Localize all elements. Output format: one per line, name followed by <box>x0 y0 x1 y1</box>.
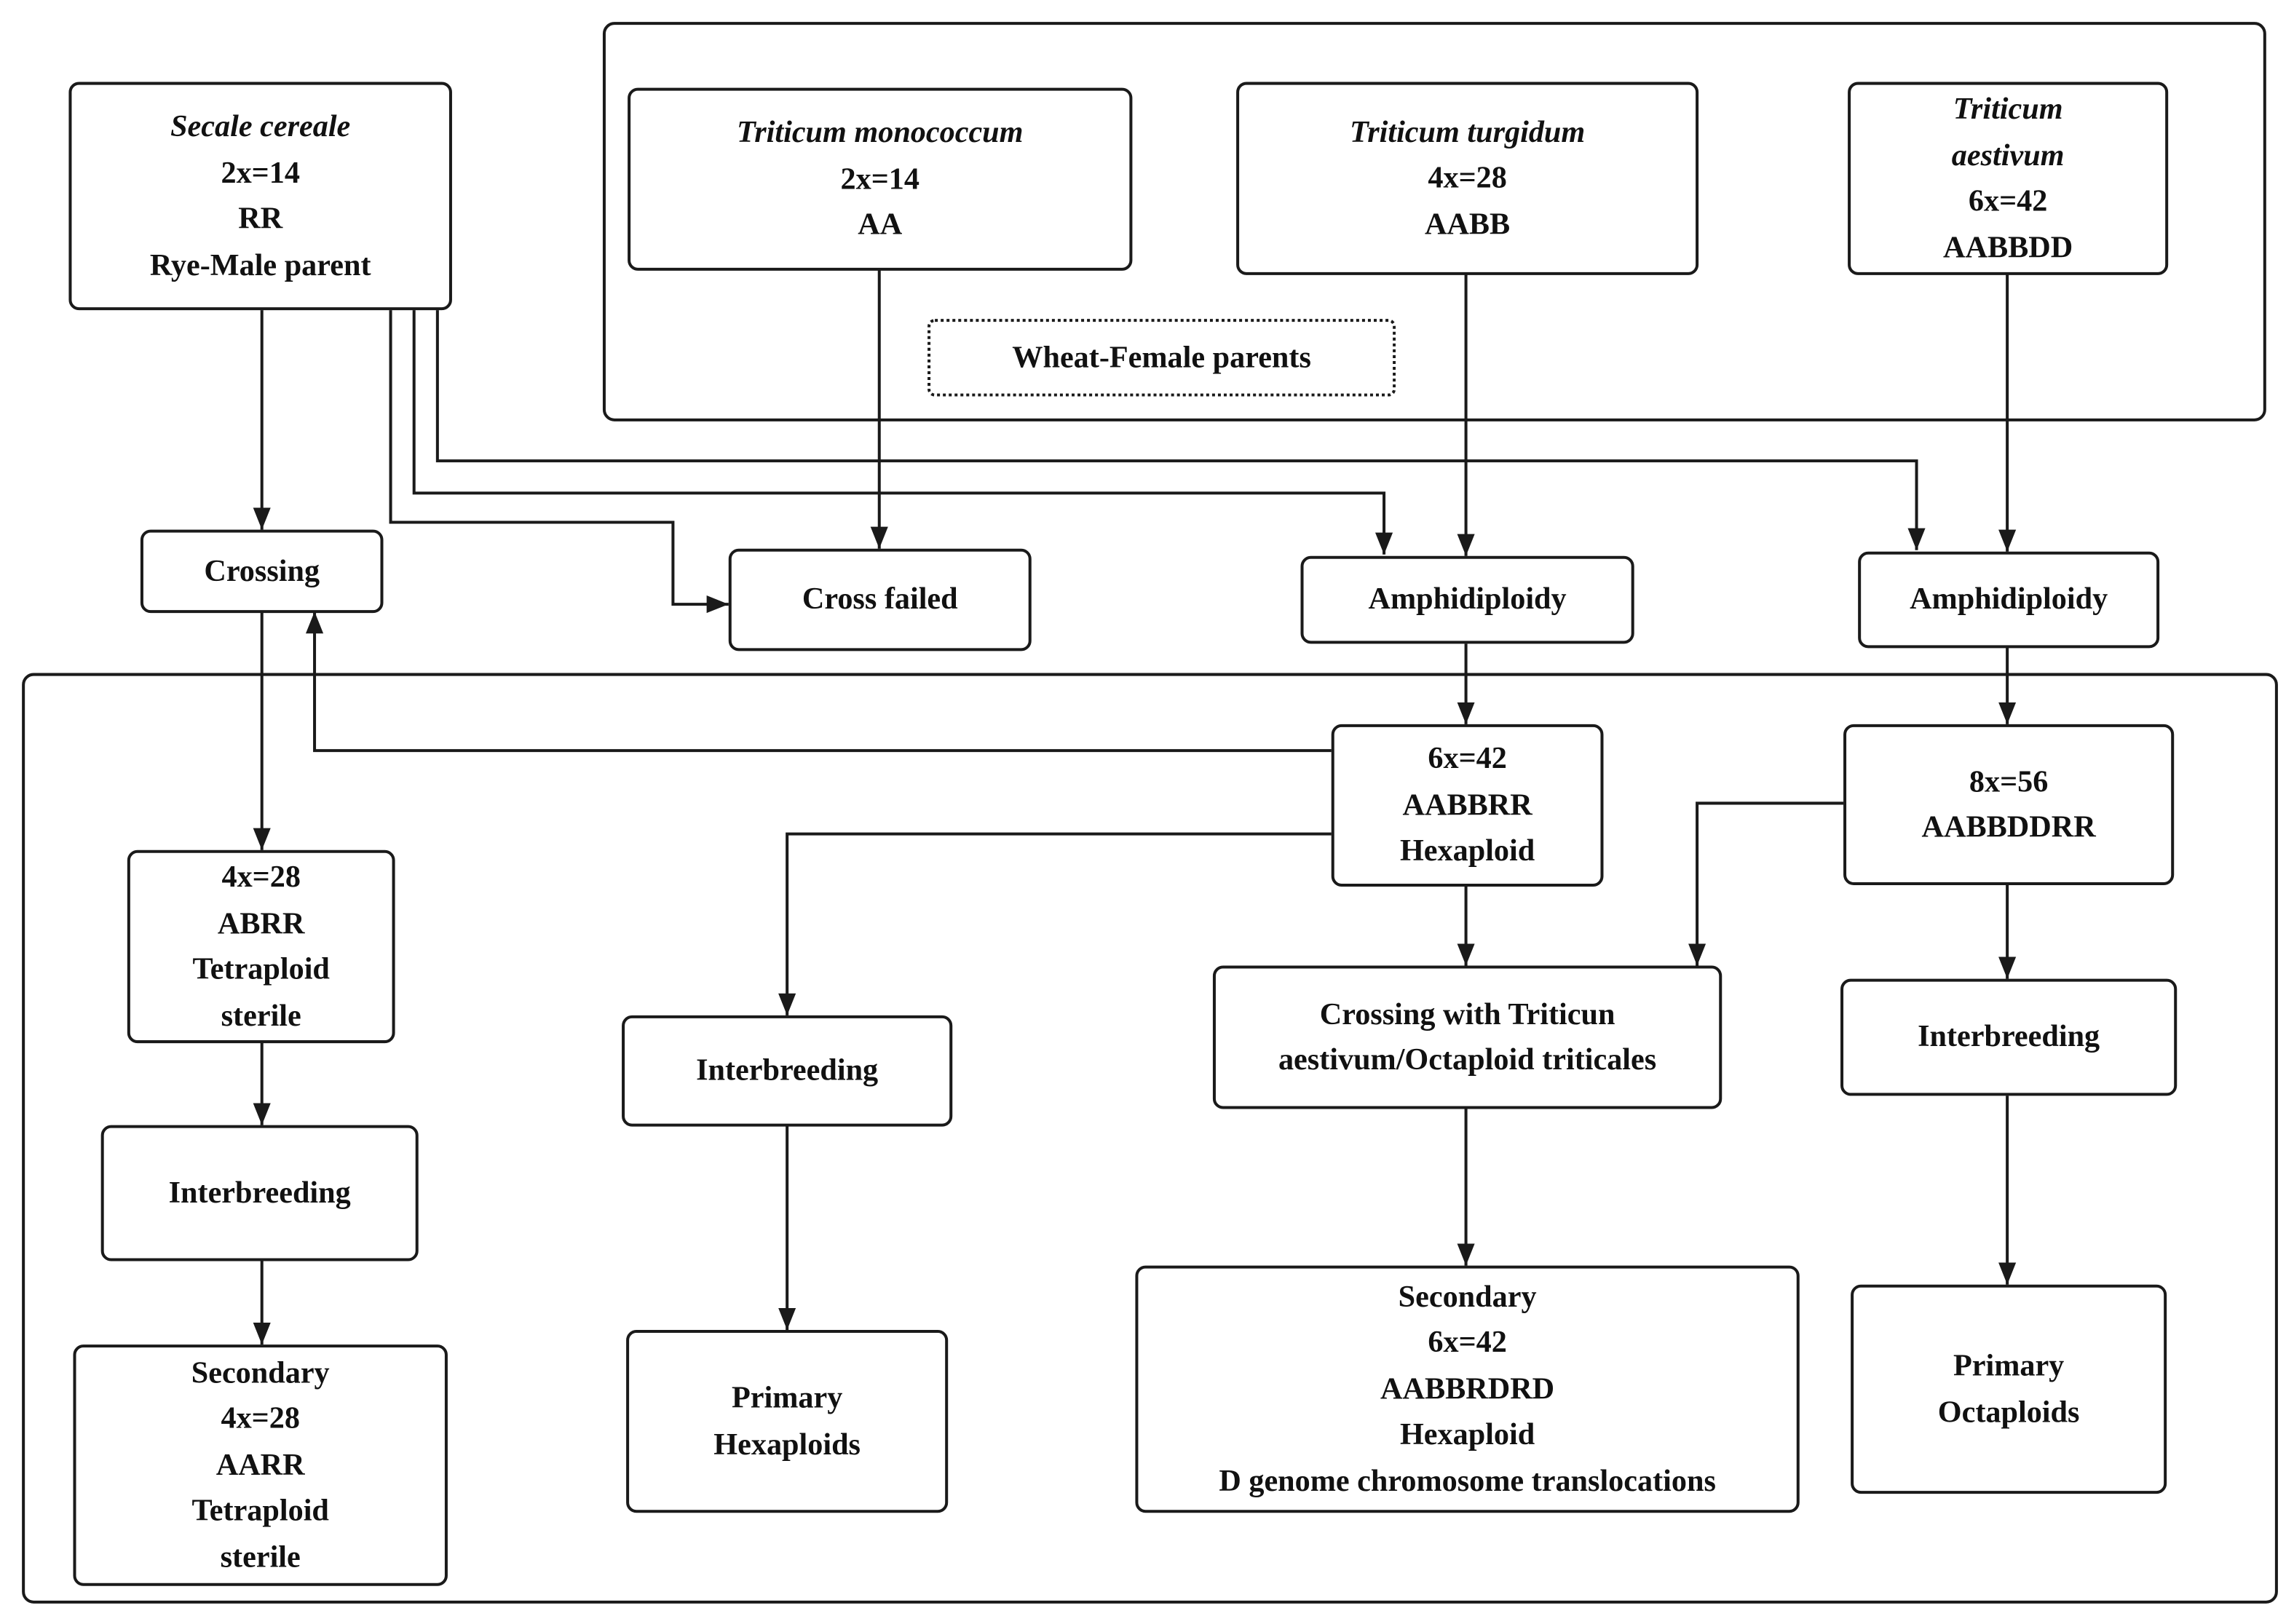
arrow-octaploid-to-crossing-with <box>1688 801 1844 966</box>
species-name: Triticum turgidum <box>1349 114 1586 149</box>
species-name-line2: aestivum <box>1951 136 2065 173</box>
arrow-rye-to-amphidiploidy-1 <box>412 310 1393 555</box>
group-label: Wheat-Female parents <box>1012 338 1311 375</box>
crossing-box: Crossing <box>140 529 384 614</box>
interbreeding-box-2: Interbreeding <box>622 1015 953 1127</box>
generation-label: Primary <box>731 1379 843 1415</box>
genome-formula: AABBRDRD <box>1380 1370 1555 1406</box>
interbreeding-box-3: Interbreeding <box>1840 978 2178 1096</box>
parent-role: Rye-Male parent <box>149 246 371 282</box>
translocation-label: D genome chromosome translocations <box>1219 1462 1716 1498</box>
step-label-line2: aestivum/Octaploid triticales <box>1278 1042 1657 1077</box>
generation-label: Secondary <box>191 1354 330 1390</box>
hexaploid-box: 6x=42 AABBRR Hexaploid <box>1331 724 1604 887</box>
octaploid-box: 8x=56 AABBDDRR <box>1843 724 2175 885</box>
triticum-aestivum-box: Triticum aestivum 6x=42 AABBDD <box>1848 82 2169 275</box>
species-name: Secale cereale <box>170 108 351 143</box>
step-label-line1: Crossing with Triticun <box>1319 995 1615 1031</box>
ploidy-label: Tetraploid <box>192 951 330 986</box>
step-label: Cross failed <box>802 581 958 617</box>
genome-formula: AABBDDRR <box>1921 809 2096 844</box>
ploidy-label: Hexaploid <box>1399 833 1535 868</box>
chromosome-count: 4x=28 <box>221 858 301 895</box>
triticum-monococcum-box: Triticum monococcum 2x=14 AA <box>628 87 1133 271</box>
chromosome-count: 6x=42 <box>1428 740 1507 776</box>
chromosome-count: 6x=42 <box>1968 183 2048 218</box>
step-label: Interbreeding <box>168 1174 351 1210</box>
secondary-tetraploid-box: Secondary 4x=28 AARR Tetraploid sterile <box>73 1344 448 1586</box>
fertility-label: sterile <box>220 1538 301 1575</box>
step-label: Interbreeding <box>1918 1018 2100 1054</box>
genome-formula: AA <box>858 206 903 242</box>
generation-label: Primary <box>1953 1347 2065 1383</box>
step-label: Crossing <box>204 552 320 588</box>
genome-formula: ABRR <box>217 905 305 940</box>
amphidiploidy-box-1: Amphidiploidy <box>1300 555 1634 644</box>
genome-formula: AABBDD <box>1943 229 2073 264</box>
wheat-parents-group <box>602 22 2266 421</box>
wheat-female-parents-label: Wheat-Female parents <box>928 319 1396 397</box>
species-name-line1: Triticum <box>1953 90 2063 126</box>
genome-formula: AARR <box>215 1446 305 1482</box>
genome-formula: AABBRR <box>1402 786 1532 823</box>
arrow-rye-to-cross-failed <box>389 310 729 614</box>
ploidy-label: Tetraploid <box>191 1492 329 1528</box>
interbreeding-box-1: Interbreeding <box>100 1125 419 1261</box>
secondary-hexaploid-box: Secondary 6x=42 AABBRDRD Hexaploid D gen… <box>1135 1265 1800 1513</box>
cross-failed-box: Cross failed <box>728 548 1032 651</box>
chromosome-count: 2x=14 <box>840 160 919 196</box>
step-label: Amphidiploidy <box>1910 581 2108 617</box>
fertility-label: sterile <box>221 997 301 1032</box>
genome-formula: AABB <box>1424 205 1511 242</box>
secale-cereale-box: Secale cereale 2x=14 RR Rye-Male parent <box>68 82 452 311</box>
progeny-group <box>22 673 2278 1604</box>
chromosome-count: 6x=42 <box>1428 1324 1507 1360</box>
amphidiploidy-box-2: Amphidiploidy <box>1858 551 2160 649</box>
generation-label: Secondary <box>1398 1278 1537 1314</box>
species-name: Triticum monococcum <box>737 114 1024 150</box>
triticum-turgidum-box: Triticum turgidum 4x=28 AABB <box>1236 82 1699 275</box>
chromosome-count: 8x=56 <box>1969 763 2049 799</box>
chromosome-count: 4x=28 <box>1428 159 1507 195</box>
chromosome-count: 4x=28 <box>221 1400 300 1436</box>
primary-hexaploids-box: Primary Hexaploids <box>626 1330 949 1513</box>
ploidy-label: Hexaploids <box>713 1425 861 1461</box>
ploidy-label: Hexaploid <box>1399 1417 1535 1452</box>
ploidy-label: Octaploids <box>1937 1393 2080 1429</box>
chromosome-count: 2x=14 <box>221 154 300 190</box>
genome-formula: RR <box>238 200 283 236</box>
crossing-with-aestivum-box: Crossing with Triticun aestivum/Octaploi… <box>1212 965 1723 1109</box>
step-label: Amphidiploidy <box>1368 581 1567 617</box>
arrow-hexaploid-to-crossing <box>306 611 1332 753</box>
step-label: Interbreeding <box>696 1052 879 1088</box>
arrow-hexaploid-to-interbreeding <box>778 832 1332 1015</box>
arrow-rye-to-amphidiploidy-2 <box>435 310 1926 550</box>
tetraploid-box: 4x=28 ABRR Tetraploid sterile <box>127 849 395 1044</box>
primary-octaploids-box: Primary Octaploids <box>1851 1284 2167 1494</box>
